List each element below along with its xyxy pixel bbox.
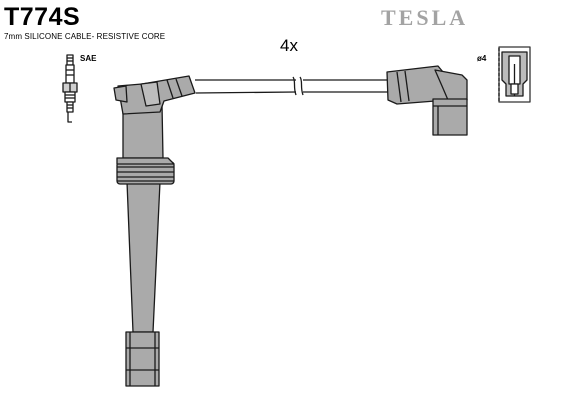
coil-boot [386, 65, 468, 136]
terminal-diameter-label: ø4 [477, 54, 487, 63]
brand-logo: TESLA [381, 5, 469, 30]
cable [195, 76, 396, 96]
sae-label: SAE [80, 54, 97, 63]
part-number: T774S [4, 3, 81, 31]
cable-description: 7mm SILICONE CABLE- RESISTIVE CORE [4, 32, 166, 41]
quantity-label: 4x [280, 36, 298, 55]
spark-plug-icon [62, 54, 78, 123]
terminal-section-icon [498, 46, 531, 103]
plug-boot [113, 75, 196, 387]
